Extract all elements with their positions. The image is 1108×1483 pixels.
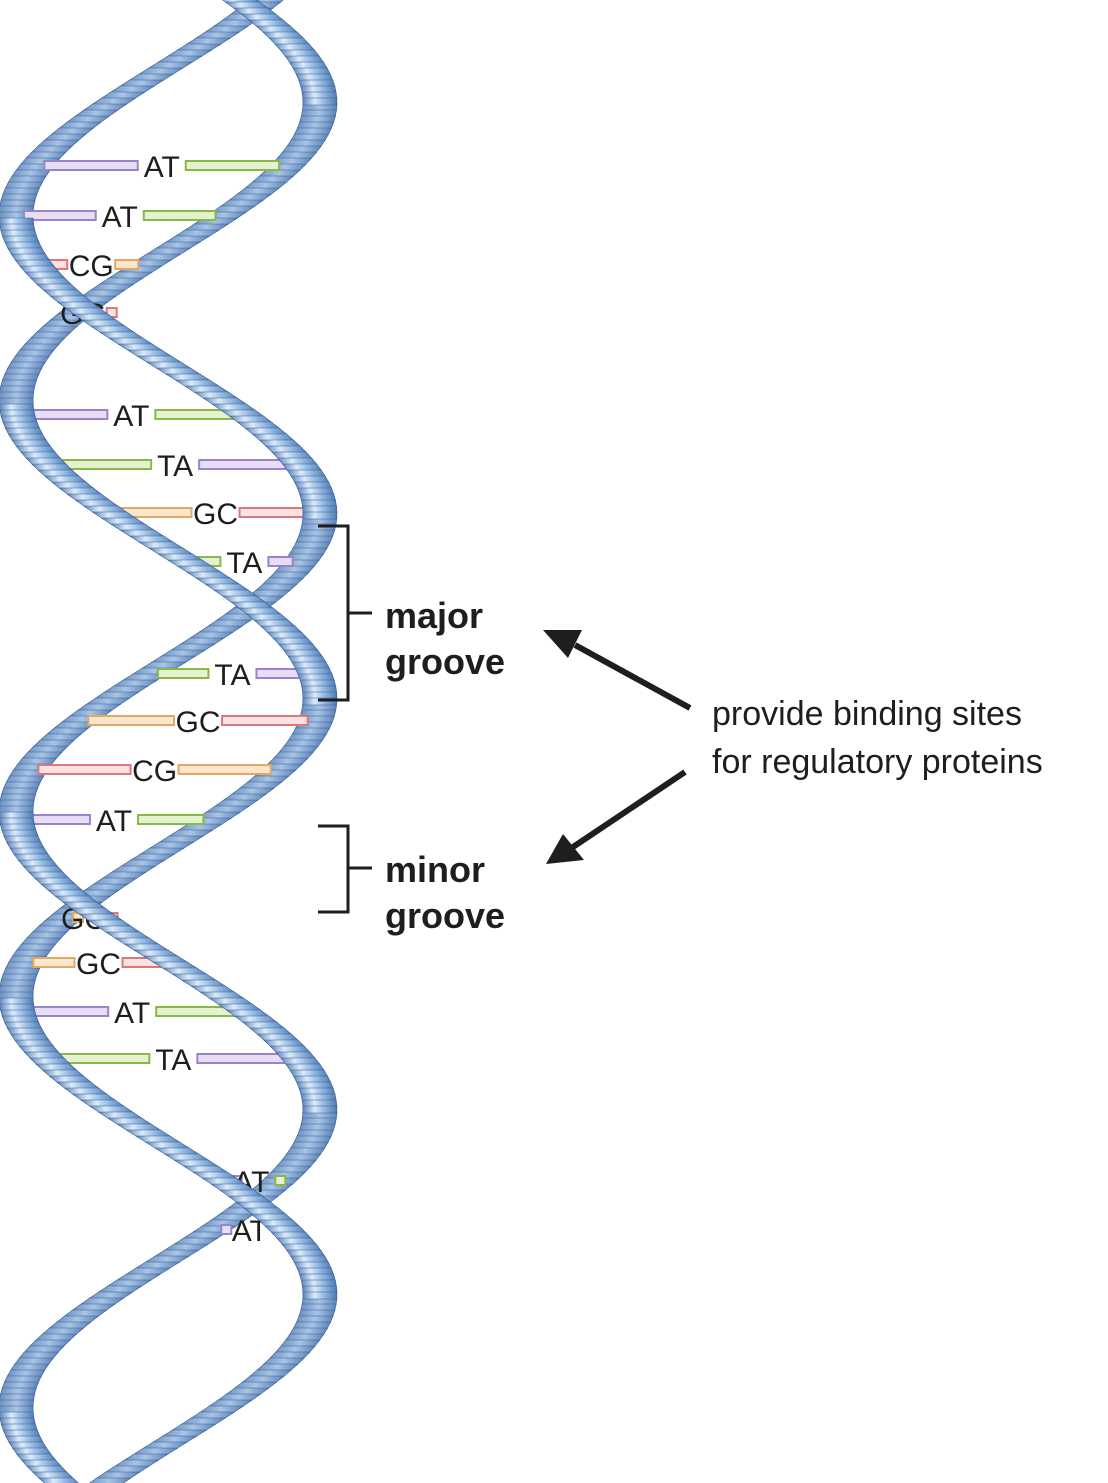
base-A-bar: [23, 210, 97, 221]
base-T-bar: [56, 459, 153, 470]
base-pair-label: TA: [155, 1044, 191, 1077]
base-T-bar: [274, 1175, 287, 1186]
base-G-bar: [32, 957, 76, 968]
base-pair: GC: [32, 948, 165, 981]
major-groove-label-line1: major: [385, 595, 483, 636]
base-T-bar: [54, 1053, 151, 1064]
base-pair-label: TA: [226, 547, 262, 580]
base-A-bar: [198, 459, 294, 470]
base-pair-label: TA: [157, 450, 193, 483]
binding-note-line2: for regulatory proteins: [712, 743, 1043, 781]
base-A-bar: [25, 1006, 110, 1017]
base-pair: AT: [25, 997, 240, 1030]
base-pair-label: GC: [193, 498, 238, 531]
base-pair: AT: [24, 400, 238, 433]
arrow-to-major-groove: [543, 630, 692, 711]
base-G-bar: [177, 764, 272, 775]
base-pair-label: CG: [69, 250, 114, 283]
strand-2-segment: [302, 1105, 338, 1114]
major-groove-annotation: major groove: [318, 524, 505, 702]
major-groove-label-line2: groove: [385, 641, 505, 682]
base-pair: TA: [54, 1044, 292, 1077]
base-A-bar: [267, 556, 294, 567]
arrow-head-icon: [546, 834, 584, 864]
base-A-bar: [43, 160, 139, 171]
base-pair: GC: [87, 706, 309, 739]
strand-2-segment: [38, 1477, 79, 1483]
base-A-bar: [220, 1224, 233, 1235]
strand-2-segment: [302, 511, 338, 520]
base-pair-label: GC: [76, 948, 121, 981]
base-pair-label: AT: [96, 805, 132, 838]
base-pair: CG: [43, 250, 140, 283]
base-C-bar: [238, 507, 313, 518]
base-G-bar: [114, 259, 140, 270]
arrow-to-minor-groove: [546, 769, 687, 864]
base-pairs: ATATCGGCATTAGCTATAGCCGATGCGCATTAATAT: [23, 151, 313, 1248]
base-pair-label: AT: [144, 151, 180, 184]
base-C-bar: [221, 715, 309, 726]
base-pair: TA: [56, 450, 294, 483]
base-pair-label: TA: [214, 659, 250, 692]
base-pair-label: CG: [132, 755, 177, 788]
arrow-head-icon: [543, 630, 582, 658]
base-pair: CG: [37, 755, 272, 788]
base-pair-label: AT: [102, 201, 138, 234]
base-G-bar: [87, 715, 176, 726]
dna-front-strand: [0, 0, 338, 1483]
base-T-bar: [184, 160, 281, 171]
minor-groove-label-line1: minor: [385, 849, 485, 890]
base-pair: AT: [23, 805, 205, 838]
dna-back-strand: [0, 0, 338, 1483]
base-pair: TA: [195, 547, 294, 580]
base-A-bar: [24, 409, 109, 420]
base-pair: TA: [156, 659, 308, 692]
base-T-bar: [142, 210, 217, 221]
base-C-bar: [37, 764, 132, 775]
base-pair-label: AT: [113, 400, 149, 433]
base-T-bar: [136, 814, 205, 825]
major-groove-bracket: [318, 524, 372, 702]
strand-1-segment: [302, 1291, 338, 1300]
base-pair: AT: [23, 201, 217, 234]
minor-groove-annotation: minor groove: [318, 824, 505, 936]
strand-1-segment: [88, 1477, 132, 1483]
minor-groove-bracket: [318, 824, 372, 914]
base-pair-label: GC: [176, 706, 221, 739]
base-A-bar: [196, 1053, 292, 1064]
minor-groove-label-line2: groove: [385, 895, 505, 936]
base-T-bar: [156, 668, 210, 679]
binding-note-line1: provide binding sites: [712, 695, 1022, 733]
base-pair-label: AT: [114, 997, 150, 1030]
strand-1-segment: [302, 97, 338, 106]
base-pair: AT: [43, 151, 281, 184]
